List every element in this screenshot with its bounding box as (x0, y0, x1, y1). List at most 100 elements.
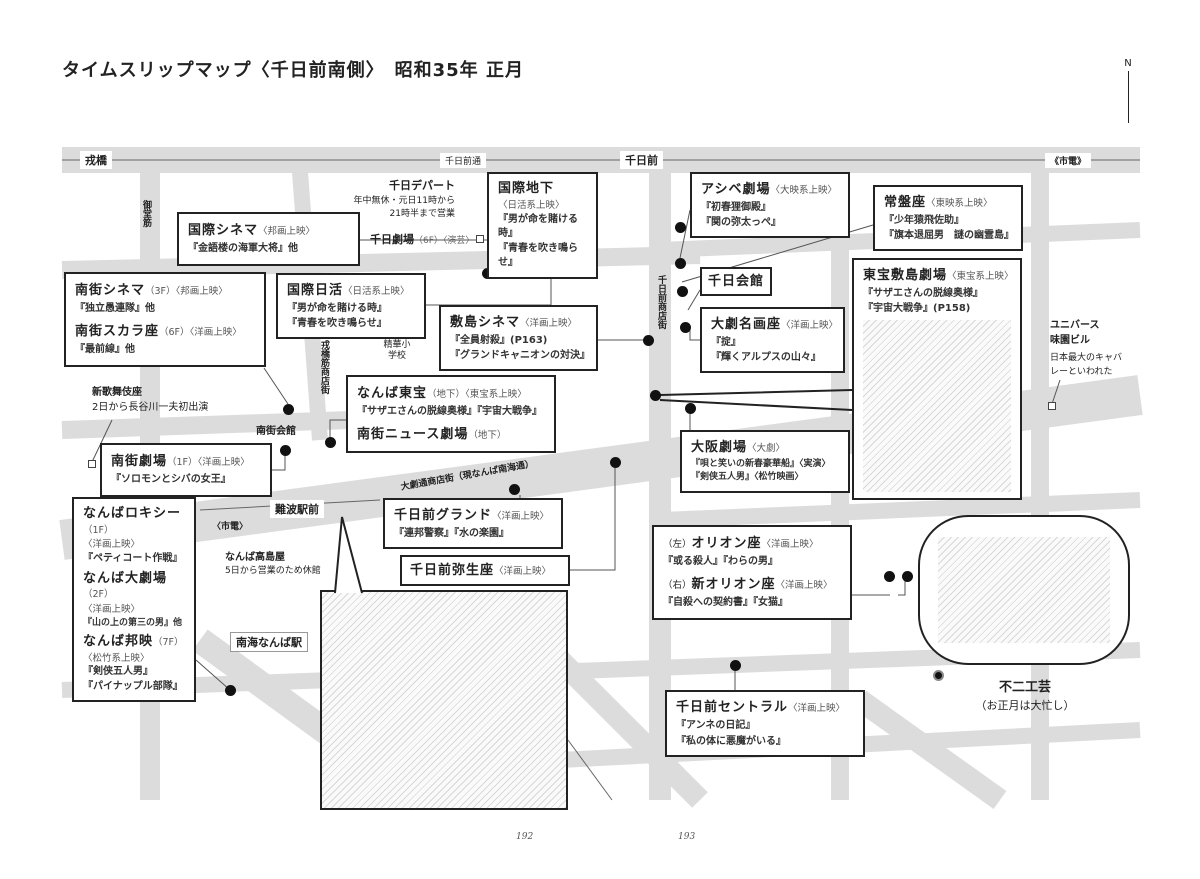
road-label-ebisubashi-suji: 戎橋筋商店街 (319, 340, 329, 394)
theater-name: なんば大劇場 (83, 570, 168, 586)
landmark-note: 5日から営業のため休館 (225, 566, 321, 576)
landmark-sennichi-depart: 千日デパート 年中無休・元日11時から 21時半まで営業 (340, 178, 455, 222)
theater-toho-shikishima: 東宝敷島劇場〈東宝系上映〉 『サザエさんの脱線奥様』 『宇宙大戦争』(P158) (852, 258, 1022, 500)
movie-title: 『宇宙大戦争』(P158) (863, 302, 971, 314)
road-label-ebisubashi: 戎橋 (80, 151, 112, 169)
location-dot (509, 484, 520, 495)
theater-sub: 〈日活系上映〉 (343, 286, 410, 297)
theater-crowd-illustration (863, 319, 1011, 492)
theater-namba-group: なんばロキシー（1F） 〈洋画上映〉 『ペティコート作戦』 なんば大劇場（2F）… (72, 497, 196, 703)
theater-sub: （6F）〈洋画上映〉 (159, 326, 242, 338)
marker-square (1048, 402, 1056, 410)
landmark-name: ユニバース (1050, 320, 1100, 331)
movie-title: 『男が命を賭ける時』 (287, 302, 387, 314)
theater-sub: 〈東宝系上映〉 (947, 271, 1014, 282)
theater-sub: 〈洋画上映〉 (83, 603, 141, 615)
page-title: タイムスリップマップ〈千日前南側〉 昭和35年 正月 (62, 60, 524, 81)
theater-sub: 〈東映系上映〉 (926, 198, 993, 209)
theater-sub: （7F） (153, 636, 184, 648)
landmark-note: （お正月は大忙し） (975, 698, 1075, 712)
theater-sub: （地下） (468, 429, 507, 441)
theater-name: 東宝敷島劇場 (863, 268, 948, 283)
page-number-right: 193 (678, 832, 696, 842)
theater-sub: 〈大劇〉 (747, 443, 786, 454)
theater-name: 南街スカラ座 (75, 323, 160, 339)
station-label-nankai-namba: 南海なんば駅 (230, 632, 308, 652)
location-dot (680, 322, 691, 333)
theater-namba-toho: なんば東宝（地下）〈東宝系上映〉 『サザエさんの脱線奥様』『宇宙大戦争』 南街ニ… (346, 375, 556, 454)
theater-sennichimae-grand: 千日前グランド〈洋画上映〉 『連邦警察』『水の楽園』 (383, 498, 563, 549)
landmark-note: レーといわれた (1050, 366, 1113, 377)
theater-sub: 〈洋画上映〉 (775, 579, 833, 591)
location-dot (650, 390, 661, 401)
label-seika-school: 精華小学校 (383, 340, 411, 362)
theater-yayoiza: 千日前弥生座〈洋画上映〉 (400, 555, 570, 587)
theater-name: オリオン座 (691, 536, 762, 551)
landmark-sub: （6F）〈演芸〉 (414, 236, 475, 246)
movie-title: 『金語楼の海軍大将』他 (188, 243, 298, 255)
theater-sub: （2F） (83, 589, 114, 601)
theater-name: 大劇名画座 (711, 317, 782, 332)
theater-orion: （左）オリオン座〈洋画上映〉 『或る殺人』『わらの男』 （右）新オリオン座〈洋画… (652, 525, 852, 620)
theater-shikishima-cinema: 敷島シネマ〈洋画上映〉 『全員射殺』(P163) 『グランドキャニオンの対決』 (439, 305, 598, 371)
landmark-name: 千日デパート (389, 179, 455, 192)
theater-position: （左） (663, 539, 692, 550)
theater-name: なんば東宝 (357, 386, 428, 401)
theater-name: 新オリオン座 (691, 576, 776, 592)
namba-street-illustration (320, 590, 568, 810)
movie-title: 『或る殺人』『わらの男』 (663, 556, 778, 568)
movie-title: 『アンネの日記』 (676, 720, 756, 732)
movie-title: 『全員射殺』(P163) (450, 334, 548, 346)
landmark-name: なんば高島屋 (225, 552, 285, 563)
theater-sub: （1F） (83, 524, 114, 536)
theater-sub: 〈洋画上映〉 (788, 703, 846, 714)
theater-name: 南街ニュース劇場 (357, 426, 469, 442)
theater-ashibe: アシベ劇場〈大映系上映〉 『初春狸御殿』 『関の弥太っぺ』 (690, 172, 850, 238)
movie-title: 『剣侠五人男』〈松竹映画〉 (691, 472, 804, 482)
location-dot (902, 571, 913, 582)
location-dot (685, 403, 696, 414)
theater-position: （右） (663, 579, 692, 591)
movie-title: 『初春狸御殿』 (701, 201, 771, 213)
road-label-namba-ekimae: 難波駅前 (270, 500, 324, 518)
theater-name: 千日前グランド (394, 508, 493, 523)
marker-square (88, 460, 96, 468)
movie-title: 『グランドキャニオンの対決』 (450, 349, 590, 361)
road-label-sennichimae-dori: 千日前通 (440, 153, 487, 168)
theater-name: 常盤座 (884, 195, 927, 210)
theater-name: 国際日活 (287, 283, 344, 298)
landmark-shinkabukiza: 新歌舞伎座 2日から長谷川一夫初出演 (92, 385, 208, 415)
landmark-name: 新歌舞伎座 (92, 387, 142, 398)
theater-kokusai-chika: 国際地下 〈日活系上映〉 『男が命を賭ける時』 『青春を吹き鳴らせ』 (487, 172, 598, 279)
landmark-sennichi-gekijo: 千日劇場（6F）〈演芸〉 (370, 232, 474, 249)
movie-title: 『関の弥太っぺ』 (701, 216, 781, 228)
road-label-midosuji: 御堂筋 (141, 200, 151, 227)
movie-title: 『青春を吹き鳴らせ』 (287, 317, 387, 329)
movie-title: 『輝くアルプスの山々』 (711, 351, 821, 363)
theater-sub: 〈日活系上映〉 (498, 199, 565, 211)
theater-name: 千日前弥生座 (410, 563, 495, 578)
landmark-note: 日本最大のキャバ (1050, 353, 1123, 363)
landmark-name: 味園ビル (1050, 335, 1090, 346)
location-dot (677, 286, 688, 297)
location-dot (730, 660, 741, 671)
theater-name: 千日会館 (708, 274, 765, 289)
movie-title: 『自殺への契約書』『女猫』 (663, 597, 788, 609)
fuji-kogei-thought-bubble (918, 515, 1130, 665)
theater-kokusai-cinema: 国際シネマ〈邦画上映〉 『金語楼の海軍大将』他 (177, 212, 360, 266)
movie-title: 『青春を吹き鳴らせ』 (498, 242, 578, 269)
theater-osaka-gekijo: 大阪劇場〈大劇〉 『唄と笑いの新春豪華船』〈実演〉 『剣侠五人男』〈松竹映画〉 (680, 430, 850, 493)
theater-kokusai-nikkatsu: 国際日活〈日活系上映〉 『男が命を賭ける時』 『青春を吹き鳴らせ』 (276, 273, 426, 339)
theater-name: アシベ劇場 (701, 182, 771, 197)
theater-sub: 〈松竹系上映〉 (83, 652, 150, 664)
theater-name: 国際シネマ (188, 223, 259, 238)
location-dot (325, 437, 336, 448)
movie-title: 『唄と笑いの新春豪華船』〈実演〉 (691, 458, 831, 469)
theater-nangai-gekijo: 南街劇場（1F）〈洋画上映〉 『ソロモンとシバの女王』 (100, 443, 272, 497)
movie-title: 『最前線』他 (75, 344, 135, 356)
road-label-shiden-top: 《市電》 (1045, 153, 1092, 168)
road-label-sennichimae: 千日前 (620, 151, 663, 169)
theater-sub: 〈洋画上映〉 (83, 539, 141, 551)
movie-title: 『男が命を賭ける時』 (498, 213, 578, 240)
signboard-illustration (938, 537, 1110, 643)
